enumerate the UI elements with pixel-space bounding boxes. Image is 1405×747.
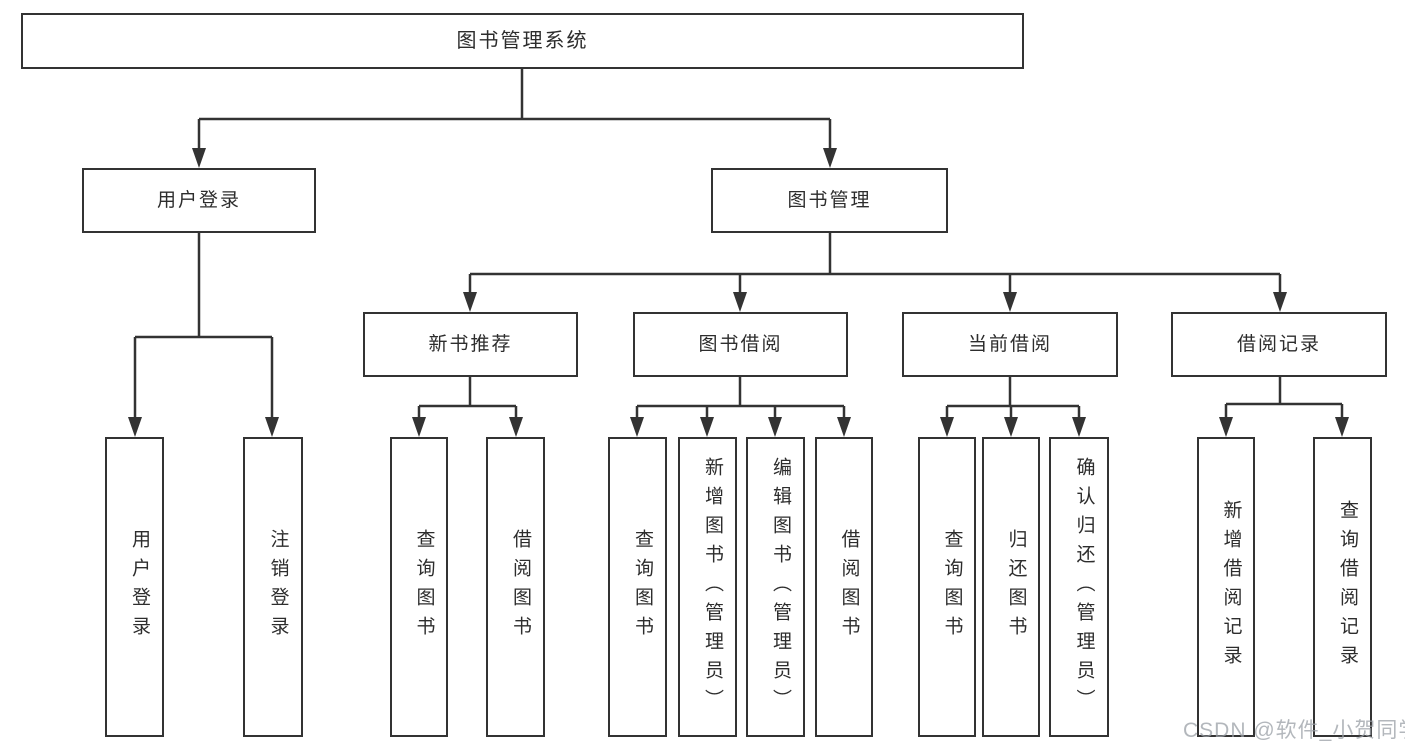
leaf-records-add-record: 新增借阅记录 xyxy=(1197,437,1255,737)
leaf-borrow-add-books-admin: 新增图书（管理员） xyxy=(678,437,737,737)
node-user-login: 用户登录 xyxy=(82,168,316,233)
node-book-management: 图书管理 xyxy=(711,168,948,233)
node-current-borrow: 当前借阅 xyxy=(902,312,1118,377)
leaf-current-query-books: 查询图书 xyxy=(918,437,976,737)
leaf-user-login: 用户登录 xyxy=(105,437,164,737)
node-borrow-records: 借阅记录 xyxy=(1171,312,1387,377)
leaf-current-confirm-return-admin: 确认归还（管理员） xyxy=(1049,437,1109,737)
leaf-newbooks-borrow-books: 借阅图书 xyxy=(486,437,545,737)
leaf-records-query-record: 查询借阅记录 xyxy=(1313,437,1372,737)
leaf-borrow-borrow-books: 借阅图书 xyxy=(815,437,873,737)
leaf-newbooks-query-books: 查询图书 xyxy=(390,437,448,737)
leaf-borrow-query-books: 查询图书 xyxy=(608,437,667,737)
leaf-current-return-books: 归还图书 xyxy=(982,437,1040,737)
csdn-watermark: CSDN @软件_小贺同学 xyxy=(1183,719,1405,742)
node-new-book-recommend: 新书推荐 xyxy=(363,312,578,377)
node-root-system: 图书管理系统 xyxy=(21,13,1024,69)
leaf-borrow-edit-books-admin: 编辑图书（管理员） xyxy=(746,437,805,737)
leaf-logout: 注销登录 xyxy=(243,437,303,737)
node-book-borrow: 图书借阅 xyxy=(633,312,848,377)
